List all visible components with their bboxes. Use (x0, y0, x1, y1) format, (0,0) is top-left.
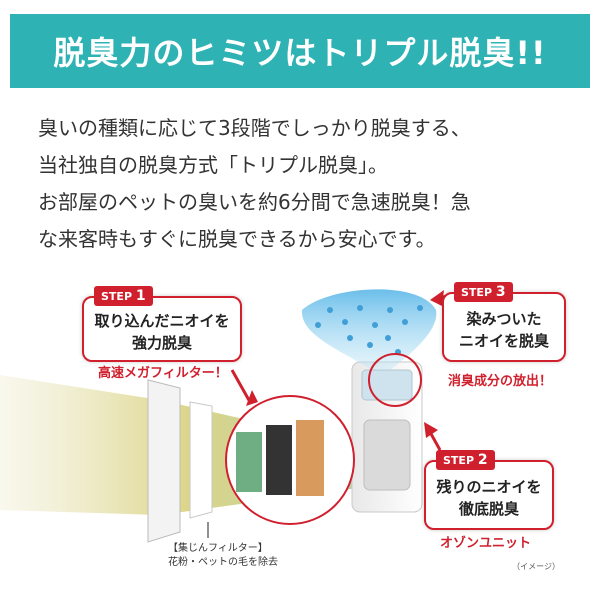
step3-text: 染みついたニオイを脱臭 (458, 310, 549, 350)
dust-filter (189, 401, 213, 519)
step1-caption: 高速メガフィルター！ (98, 366, 228, 381)
step2-text: 残りのニオイを徹底脱臭 (436, 478, 542, 518)
step1-callout: STEP 1 取り込んだニオイを強力脱臭 (82, 286, 242, 362)
intro-line: お部屋のペットの臭いを約6分間で急速脱臭！急 (38, 190, 471, 214)
arrow-step1 (230, 369, 252, 403)
step1-tag: STEP 1 (94, 286, 153, 306)
mist-plume (301, 289, 437, 370)
step3-tag: STEP 3 (454, 282, 513, 302)
step2-callout: STEP 2 残りのニオイを徹底脱臭 (424, 450, 554, 530)
step3-caption: 消臭成分の放出！ (448, 374, 553, 389)
page-title: 脱臭力のヒミツはトリプル脱臭!! (53, 34, 547, 72)
intro-line: 臭いの種類に応じて3段階でしっかり脱臭する、 (38, 116, 471, 140)
step2-tag: STEP 2 (436, 450, 495, 470)
step3-callout: STEP 3 染みついたニオイを脱臭 (442, 282, 566, 362)
filter-caption: 【集じんフィルター】 花粉・ペットの毛を除去 (168, 543, 278, 568)
intro-line: 当社独自の脱臭方式「トリプル脱臭」。 (38, 153, 388, 177)
step2-caption: オゾンユニット (440, 536, 532, 551)
arrow-step2 (428, 431, 442, 451)
step1-text: 取り込んだニオイを強力脱臭 (94, 312, 230, 352)
intro-line: な来客時もすぐに脱臭できるから安心です。 (38, 227, 436, 251)
illustration-graphic (0, 289, 469, 543)
deodorize-illustration: STEP 1 取り込んだニオイを強力脱臭 高速メガフィルター！ STEP 3 染… (0, 270, 600, 600)
front-panel (147, 379, 181, 543)
image-note: （イメージ） (512, 562, 560, 571)
title-banner: 脱臭力のヒミツはトリプル脱臭!! (10, 14, 590, 88)
intro-text: 臭いの種類に応じて3段階でしっかり脱臭する、 当社独自の脱臭方式「トリプル脱臭」… (38, 110, 578, 258)
